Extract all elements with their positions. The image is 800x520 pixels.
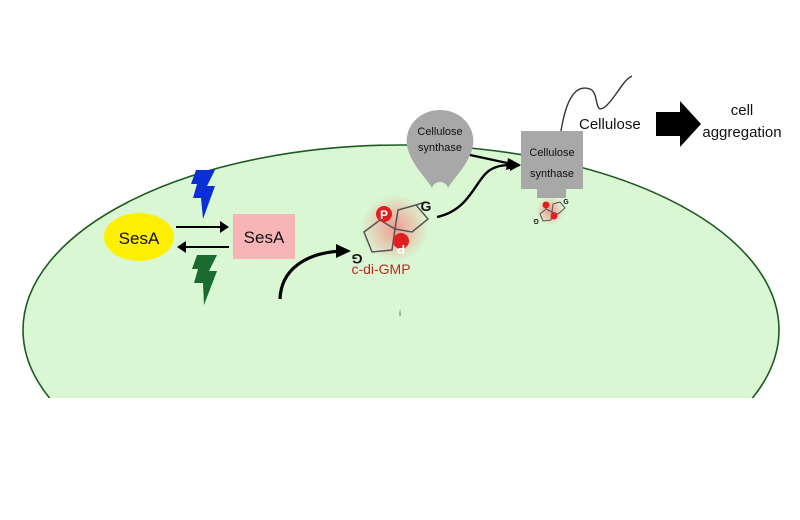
green-light-bolt-icon bbox=[192, 255, 217, 305]
cell-body bbox=[22, 144, 780, 398]
bound-cdigmp-molecule: G G bbox=[533, 197, 569, 225]
membrane-synthase-label-2: synthase bbox=[530, 168, 574, 180]
cytosolic-synthase-label-2: synthase bbox=[418, 142, 462, 154]
membrane-synthase-label-1: Cellulose bbox=[529, 147, 574, 159]
sesa-active-box bbox=[233, 214, 295, 259]
equilibrium-arrows bbox=[176, 221, 229, 253]
cellulose-strand bbox=[560, 75, 633, 132]
phosphate-top-icon bbox=[376, 206, 392, 222]
phosphate-bottom-icon bbox=[393, 233, 409, 249]
guanine-left-icon: G bbox=[351, 251, 362, 267]
cellulose-label: Cellulose bbox=[579, 116, 641, 133]
outcome-arrow bbox=[656, 101, 701, 147]
sesa-active-label: SesA bbox=[244, 228, 285, 247]
cytosolic-synthase-shape bbox=[406, 110, 474, 188]
svg-text:G: G bbox=[533, 217, 539, 224]
translocation-arrow bbox=[469, 153, 513, 166]
binding-arrow bbox=[436, 163, 513, 219]
sesa-inactive-label: SesA bbox=[119, 229, 160, 248]
blue-light-bolt-icon bbox=[191, 170, 215, 219]
production-arrow bbox=[278, 249, 342, 300]
outcome-label-1: cell bbox=[731, 102, 754, 119]
svg-text:G: G bbox=[563, 199, 569, 206]
guanine-right-icon: G bbox=[421, 198, 432, 214]
cdigmp-label: c-di-GMP bbox=[351, 261, 410, 277]
svg-text:P: P bbox=[397, 242, 405, 256]
cytosolic-synthase-label-1: Cellulose bbox=[417, 126, 462, 138]
svg-text:P: P bbox=[380, 208, 388, 222]
sesa-inactive-ellipse bbox=[104, 213, 174, 261]
cdigmp-molecule: P P G G bbox=[351, 194, 432, 267]
outcome-label-2: aggregation bbox=[702, 124, 781, 141]
center-mark: i bbox=[399, 309, 401, 318]
membrane-synthase-box bbox=[521, 131, 583, 189]
